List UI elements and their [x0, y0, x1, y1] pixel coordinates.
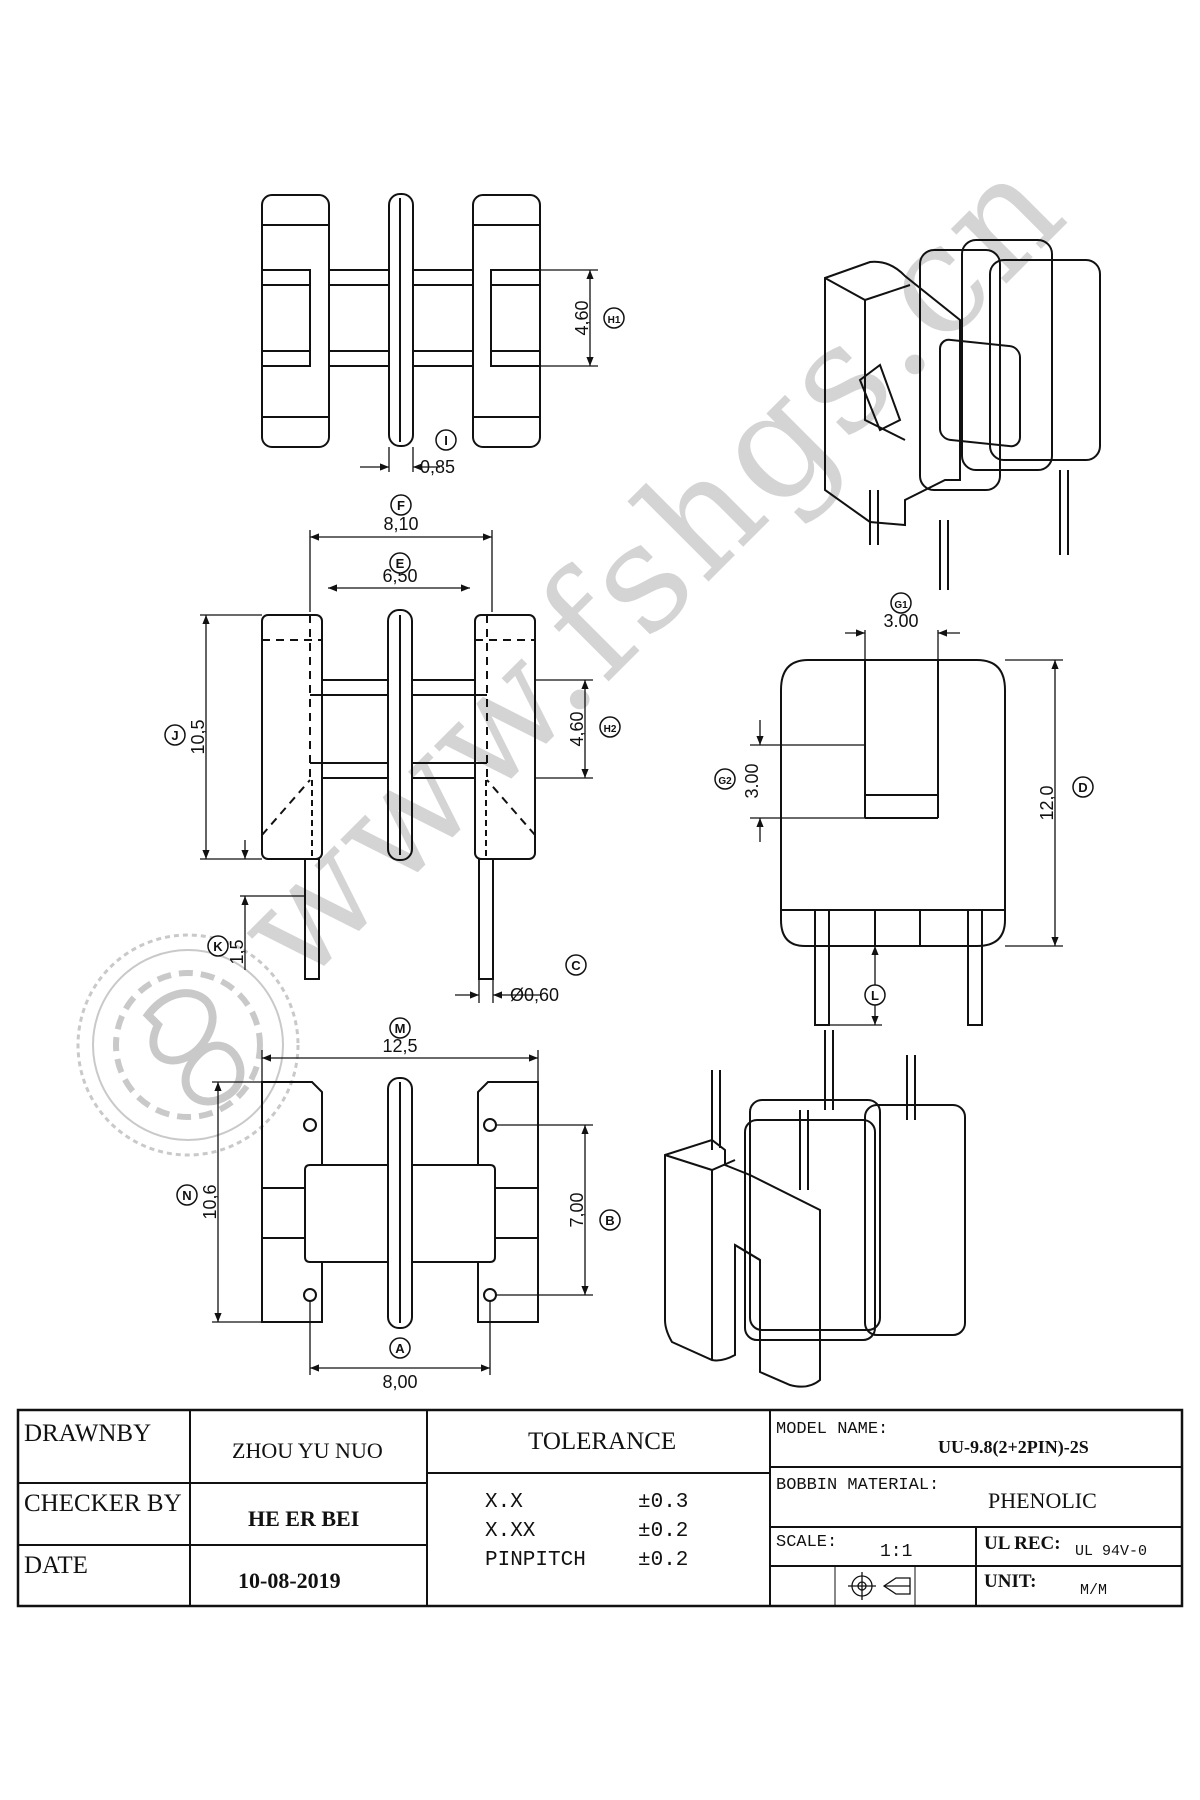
- callout-n: N: [176, 1184, 198, 1206]
- dim-i-value: 0,85: [420, 457, 455, 477]
- view-iso-top: [824, 239, 1101, 590]
- checker-value: HE ER BEI: [248, 1506, 360, 1531]
- ul-label: UL REC:: [984, 1533, 1061, 1554]
- dim-g2-value: 3.00: [742, 763, 762, 798]
- tolerance-label: TOLERANCE: [528, 1428, 677, 1455]
- drawn-by-label: DRAWNBY: [24, 1420, 152, 1447]
- svg-text:H2: H2: [604, 724, 617, 735]
- unit-label: UNIT:: [984, 1571, 1037, 1592]
- callout-j: J: [164, 724, 186, 746]
- svg-text:C: C: [571, 958, 581, 973]
- watermark-text: www.fshgs.cn: [202, 119, 1098, 1015]
- callout-k: K: [207, 935, 229, 957]
- dim-h2-value: 4,60: [567, 711, 587, 746]
- material-value: PHENOLIC: [988, 1488, 1097, 1513]
- callout-b: B: [599, 1209, 621, 1231]
- svg-text:J: J: [171, 728, 178, 743]
- dim-m-value: 12,5: [382, 1036, 417, 1056]
- unit-value: M/M: [1080, 1582, 1108, 1599]
- date-label: DATE: [24, 1552, 88, 1579]
- model-label: MODEL NAME:: [776, 1420, 889, 1439]
- watermark-seal: [76, 933, 300, 1157]
- callout-g2: G2: [714, 768, 736, 790]
- callout-m: M: [389, 1017, 411, 1039]
- svg-text:K: K: [213, 939, 223, 954]
- callout-h2: H2: [599, 716, 621, 738]
- callout-g1: G1: [890, 592, 912, 614]
- callout-d: D: [1072, 776, 1094, 798]
- callout-e: E: [389, 552, 411, 574]
- view-iso-bottom: [664, 1030, 966, 1388]
- dim-e-value: 6,50: [382, 566, 417, 586]
- svg-text:G1: G1: [894, 600, 908, 611]
- date-value: 10-08-2019: [238, 1568, 341, 1593]
- callout-a: A: [389, 1337, 411, 1359]
- view-bottom: [261, 1077, 539, 1329]
- dim-d-value: 12,0: [1037, 785, 1057, 820]
- view-front: [261, 609, 536, 980]
- material-label: BOBBIN MATERIAL:: [776, 1476, 940, 1495]
- dim-n-value: 10,6: [200, 1184, 220, 1219]
- view-top: [261, 193, 541, 448]
- scale-label: SCALE:: [776, 1533, 838, 1552]
- dim-j-value: 10,5: [188, 719, 208, 754]
- callout-l: L: [864, 984, 886, 1006]
- view-side: [780, 659, 1006, 1026]
- svg-text:G2: G2: [718, 776, 732, 787]
- dim-f-value: 8,10: [383, 514, 418, 534]
- svg-text:M: M: [395, 1021, 406, 1036]
- drawn-by-value: ZHOU YU NUO: [232, 1438, 383, 1463]
- svg-text:N: N: [182, 1188, 191, 1203]
- projection-symbol: [848, 1572, 911, 1600]
- tol-row-1-name: X.X: [485, 1491, 523, 1514]
- svg-text:L: L: [871, 988, 879, 1003]
- svg-text:F: F: [397, 498, 405, 513]
- svg-text:D: D: [1078, 780, 1087, 795]
- scale-value: 1:1: [880, 1542, 913, 1562]
- callout-f: F: [390, 494, 412, 516]
- dim-c-value: Ø0,60: [510, 985, 559, 1005]
- dim-a-value: 8,00: [382, 1372, 417, 1392]
- dim-b-value: 7,00: [567, 1192, 587, 1227]
- svg-text:E: E: [396, 556, 405, 571]
- callout-i: I: [435, 429, 457, 451]
- svg-text:H1: H1: [608, 315, 621, 326]
- tol-row-1-value: ±0.3: [638, 1491, 689, 1514]
- tol-row-3-name: PINPITCH: [485, 1549, 586, 1572]
- tol-row-3-value: ±0.2: [638, 1549, 689, 1572]
- callout-c: C: [565, 954, 587, 976]
- dim-h1-value: 4,60: [572, 300, 592, 335]
- checker-label: CHECKER BY: [24, 1490, 182, 1517]
- title-block-grid: [16, 1408, 1184, 1608]
- svg-text:A: A: [395, 1341, 405, 1356]
- svg-text:B: B: [605, 1213, 614, 1228]
- callout-h1: H1: [603, 307, 625, 329]
- model-value: UU-9.8(2+2PIN)-2S: [938, 1437, 1089, 1457]
- dim-k-value: 1,5: [227, 939, 247, 964]
- tol-row-2-name: X.XX: [485, 1520, 536, 1543]
- tol-row-2-value: ±0.2: [638, 1520, 689, 1543]
- ul-value: UL 94V-0: [1075, 1543, 1148, 1560]
- svg-text:I: I: [444, 433, 448, 448]
- watermark: www.fshgs.cn: [76, 119, 1099, 1157]
- dim-g1-value: 3.00: [883, 611, 918, 631]
